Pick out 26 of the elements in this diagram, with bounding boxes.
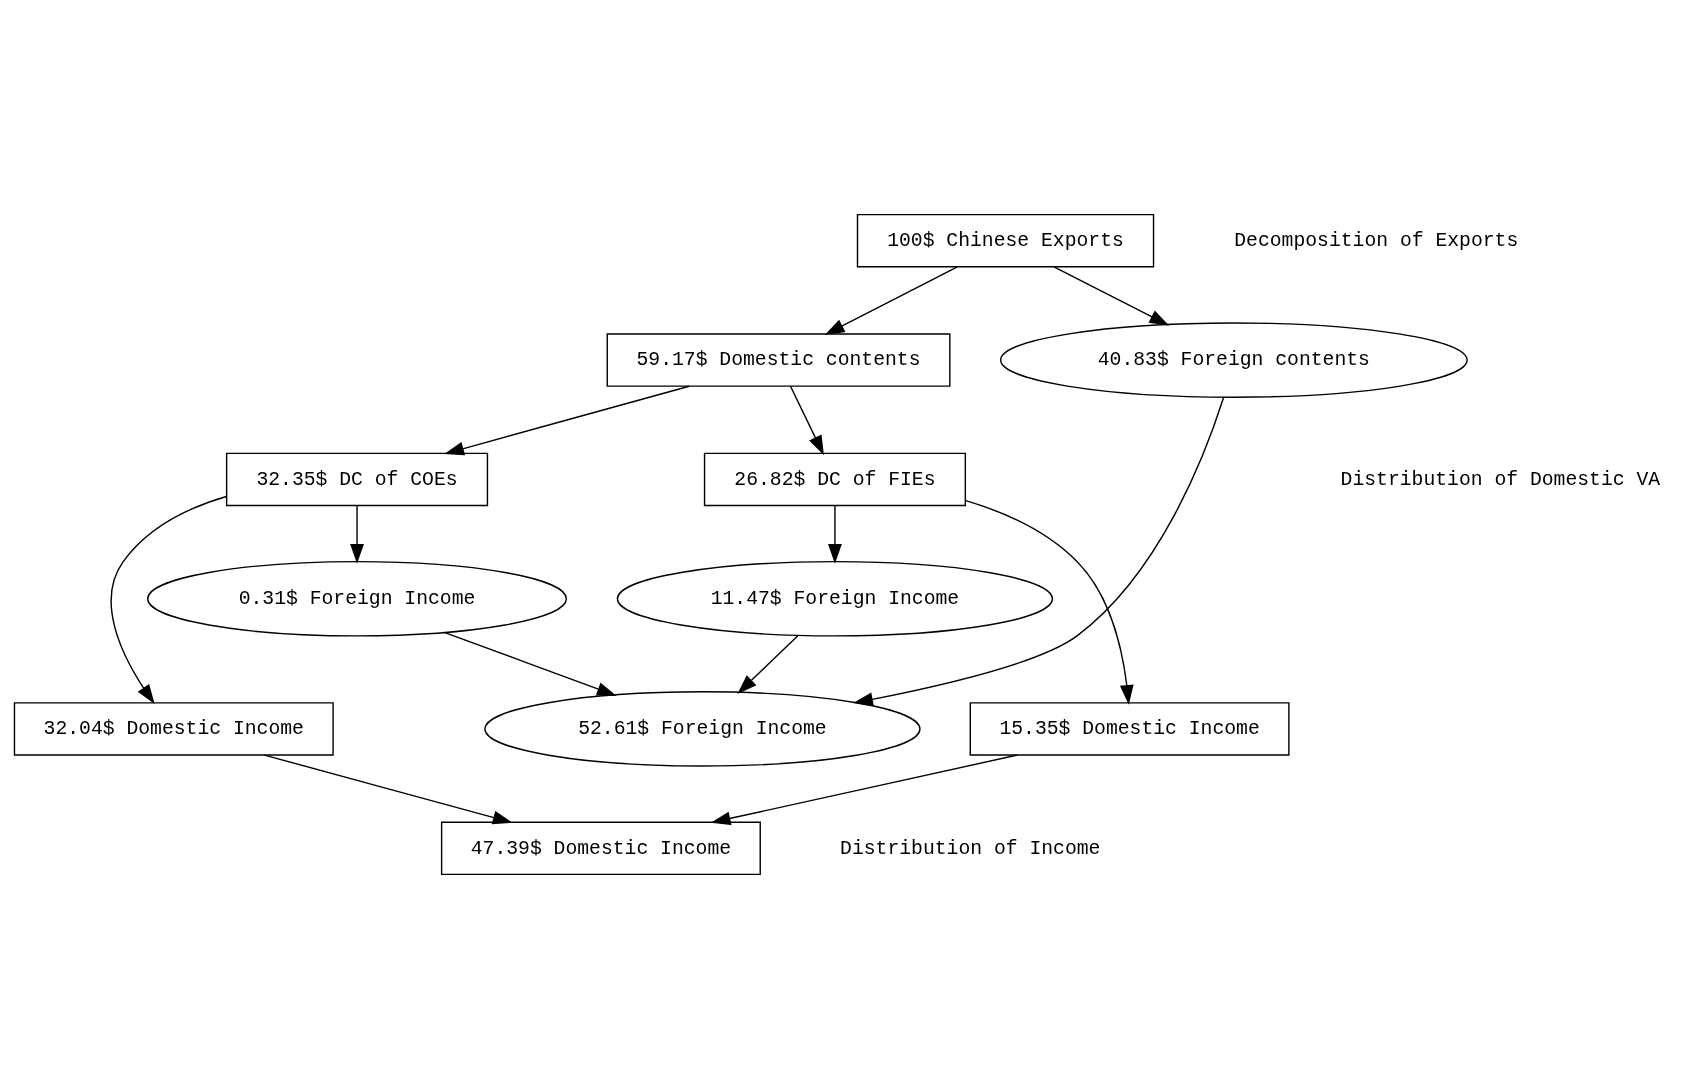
arrow	[710, 754, 1019, 826]
arrow	[444, 385, 690, 456]
arrow	[965, 499, 1134, 705]
arrow	[1053, 266, 1170, 326]
label: Distribution of Domestic VA	[1340, 468, 1661, 491]
label: Decomposition of Exports	[1234, 229, 1519, 252]
node-box: 59.17$ Domestic contents	[606, 333, 951, 387]
node-box: 32.35$ DC of COEs	[225, 452, 489, 507]
label: Distribution of Income	[840, 837, 1101, 860]
arrow	[853, 396, 1225, 707]
node-box: 100$ Chinese Exports	[856, 213, 1155, 268]
node-box: 32.04$ Domestic Income	[13, 702, 334, 756]
arrow	[824, 266, 959, 335]
arrow	[789, 385, 824, 456]
node-ellipse: 0.31$ Foreign Income	[147, 560, 568, 637]
arrow	[443, 631, 617, 696]
node-ellipse: 11.47$ Foreign Income	[616, 560, 1054, 637]
arrow	[828, 504, 842, 564]
arrow	[263, 754, 513, 825]
node-ellipse: 40.83$ Foreign contents	[999, 322, 1468, 398]
node-box: 26.82$ DC of FIEs	[703, 452, 967, 507]
node-box: 47.39$ Domestic Income	[440, 821, 761, 876]
arrow	[737, 634, 800, 694]
arrow	[110, 495, 228, 705]
arrow	[350, 504, 364, 564]
node-box: 15.35$ Domestic Income	[969, 702, 1290, 756]
